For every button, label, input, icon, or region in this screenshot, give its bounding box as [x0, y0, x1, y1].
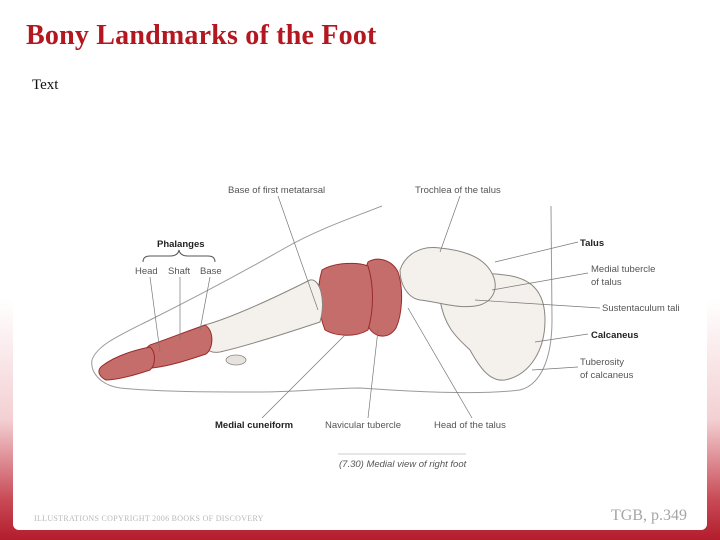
- label-navicular-tubercle: Navicular tubercle: [325, 420, 401, 431]
- leader-medial-cuneiform: [261, 334, 346, 419]
- label-medial-tubercle-line2: of talus: [591, 277, 622, 288]
- label-calcaneus: Calcaneus: [591, 330, 639, 341]
- figure-caption: (7.30) Medial view of right foot: [339, 459, 467, 470]
- leader-talus: [494, 241, 579, 263]
- label-talus: Talus: [580, 238, 604, 249]
- distal-phalanx-bone: [98, 346, 155, 381]
- phalanges-brace: [142, 249, 216, 263]
- foot-diagram: Base of first metatarsal Trochlea of the…: [91, 185, 680, 470]
- page-reference: TGB, p.349: [611, 507, 687, 524]
- label-head: Head: [135, 266, 158, 277]
- label-trochlea-talus: Trochlea of the talus: [415, 185, 501, 196]
- label-medial-tubercle-line1: Medial tubercle: [591, 264, 655, 275]
- leader-base: [199, 276, 211, 331]
- leader-medial-tubercle: [491, 272, 589, 291]
- label-sustentaculum-tali: Sustentaculum tali: [602, 303, 680, 314]
- label-base-first-metatarsal: Base of first metatarsal: [228, 185, 325, 196]
- sesamoid-bone: [225, 354, 247, 366]
- leader-sustentaculum: [474, 299, 601, 309]
- foot-skin-outline: [91, 205, 553, 394]
- leader-head-of-talus: [407, 307, 473, 419]
- label-medial-cuneiform: Medial cuneiform: [215, 420, 293, 431]
- leader-tuberosity: [531, 366, 579, 371]
- leader-calcaneus: [534, 333, 589, 343]
- label-phalanges: Phalanges: [157, 239, 205, 250]
- slide-title: Bony Landmarks of the Foot: [26, 20, 377, 51]
- leader-navicular-tubercle: [367, 329, 379, 419]
- label-shaft: Shaft: [168, 266, 191, 277]
- label-tuberosity-line1: Tuberosity: [580, 357, 624, 368]
- label-head-of-talus: Head of the talus: [434, 420, 506, 431]
- copyright-notice: ILLUSTRATIONS COPYRIGHT 2006 BOOKS OF DI…: [34, 514, 264, 523]
- label-tuberosity-line2: of calcaneus: [580, 370, 634, 381]
- foot-illustration: Base of first metatarsal Trochlea of the…: [85, 170, 695, 480]
- label-base: Base: [200, 266, 222, 277]
- leader-head: [149, 276, 161, 353]
- leader-base-first-metatarsal: [277, 195, 319, 311]
- medial-cuneiform-bone: [317, 262, 373, 336]
- leader-trochlea: [439, 195, 461, 253]
- first-metatarsal-bone: [200, 279, 323, 353]
- talus-bone: [399, 246, 496, 308]
- body-text: Text: [32, 77, 59, 93]
